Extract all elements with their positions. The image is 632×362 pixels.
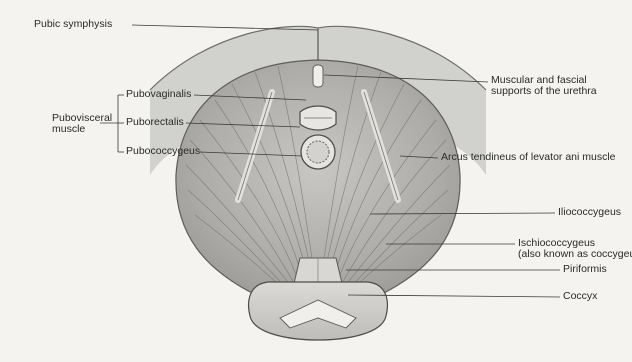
label-ischiococcygeus-line2: (also known as coccygeus) (518, 249, 632, 260)
label-pubococcygeus: Pubococcygeus (126, 146, 200, 157)
label-iliococcygeus: Iliococcygeus (558, 207, 621, 218)
anal-opening (301, 135, 335, 169)
label-pubovisceral-line2: muscle (52, 124, 85, 135)
label-pubic-symphysis: Pubic symphysis (34, 19, 112, 30)
label-piriformis: Piriformis (563, 264, 607, 275)
label-arcus-tendineus: Arcus tendineus of levator ani muscle (441, 152, 616, 163)
urethra (313, 65, 323, 87)
label-puborectalis: Puborectalis (126, 117, 184, 128)
label-pubovaginalis: Pubovaginalis (126, 89, 191, 100)
vaginal-opening (300, 106, 336, 130)
label-urethra-supports-line2: supports of the urethra (491, 86, 597, 97)
coccyx-bone (249, 282, 388, 340)
label-coccyx: Coccyx (563, 291, 597, 302)
